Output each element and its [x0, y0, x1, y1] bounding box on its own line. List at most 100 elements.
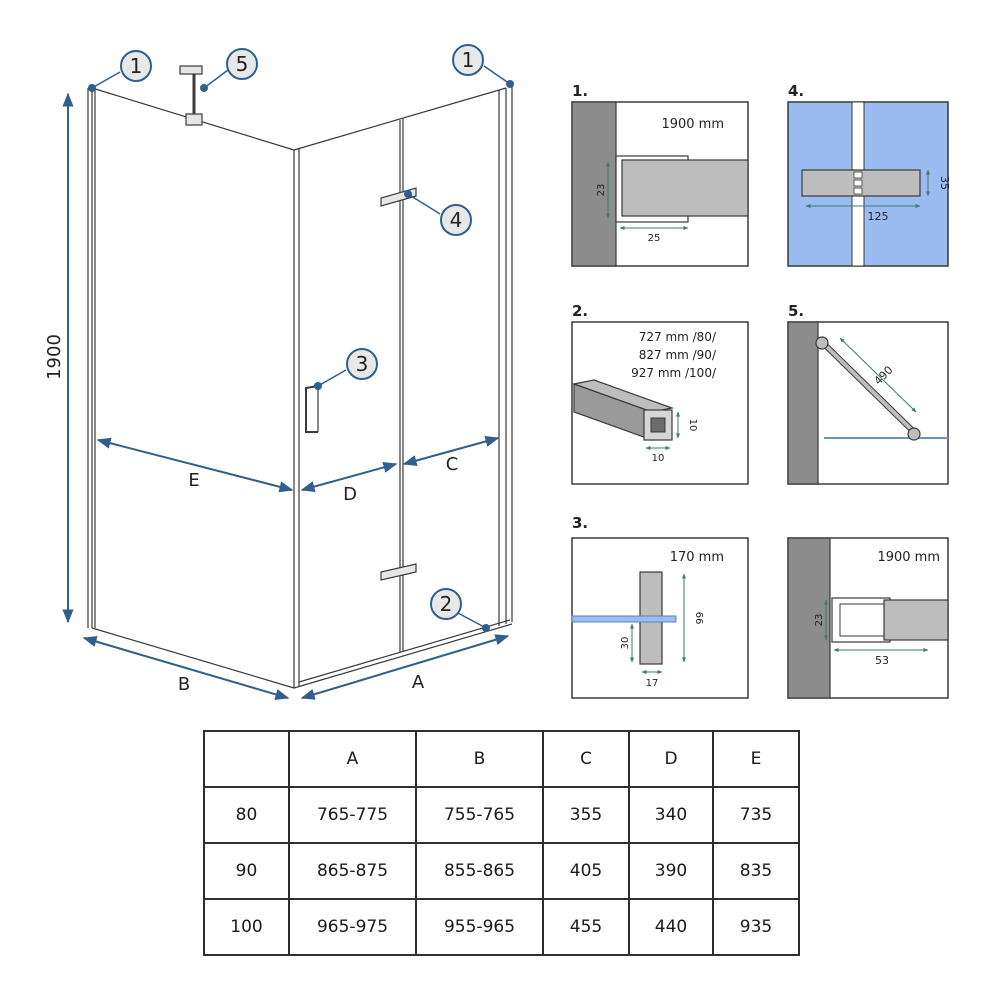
door-handle	[305, 385, 319, 433]
main-enclosure	[87, 86, 513, 689]
detail-1-height: 23	[596, 184, 607, 197]
table-row: 90 865-875 855-865 405 390 835	[203, 842, 800, 900]
table-cell: 755-765	[415, 786, 544, 844]
table-cell: 835	[712, 842, 800, 900]
marker-1-left	[120, 50, 152, 82]
detail-5: 5. 490	[787, 302, 949, 485]
detail-6-glass	[883, 599, 949, 641]
table-cell: 935	[712, 898, 800, 956]
front-panel-top-edge	[293, 87, 507, 151]
detail-2-length-80: 727 mm /80/	[639, 330, 717, 344]
marker-2	[430, 588, 462, 620]
stabilizer-glass-clamp	[185, 113, 203, 126]
detail-2-width: 10	[652, 453, 665, 464]
detail-1-wall	[571, 101, 617, 267]
table-cell: 340	[628, 786, 714, 844]
detail-5-title: 5.	[788, 302, 804, 320]
detail-4-title: 4.	[788, 82, 804, 100]
hinge-bottom	[380, 563, 417, 581]
detail-6: 1900 mm 23 53	[787, 537, 949, 699]
table-cell: 765-775	[288, 786, 417, 844]
dimension-c	[402, 435, 500, 467]
dimension-e	[96, 437, 294, 493]
marker-3	[346, 348, 378, 380]
marker-1-right	[452, 44, 484, 76]
marker-1-right-label: 1	[462, 48, 475, 72]
table-cell: 80	[203, 786, 290, 844]
detail-2: 2. 727 mm /80/ 827 mm /90/ 927 mm /100/ …	[571, 302, 749, 485]
table-header-cell	[203, 730, 290, 788]
detail-4-height: 35	[938, 176, 951, 190]
table-header-cell: C	[542, 730, 630, 788]
stabilizer-bar	[179, 65, 203, 126]
main-dimension-labels: 1900 E D C B A	[44, 334, 458, 695]
table-cell: 735	[712, 786, 800, 844]
detail-3-height-offset: 30	[620, 637, 631, 650]
table-header-cell: D	[628, 730, 714, 788]
detail-2-height: 10	[687, 419, 698, 432]
handle-bar	[305, 385, 319, 433]
door-hinges	[380, 187, 417, 581]
label-d: D	[343, 484, 357, 505]
dimension-b	[82, 636, 290, 700]
detail-4: 4. 125 35	[787, 82, 951, 267]
label-c: C	[446, 454, 459, 475]
height-label: 1900	[44, 334, 65, 380]
detail-5-wall-joint	[815, 336, 829, 350]
table-cell: 355	[542, 786, 630, 844]
table-row: 80 765-775 755-765 355 340 735	[203, 786, 800, 844]
label-a: A	[412, 672, 425, 693]
marker-5-label: 5	[236, 52, 249, 76]
dimension-d	[300, 461, 398, 493]
detail-5-wall	[787, 321, 819, 485]
table-cell: 390	[628, 842, 714, 900]
bottom-threshold	[298, 619, 511, 683]
marker-3-label: 3	[356, 352, 369, 376]
detail-5-glass-joint	[907, 427, 921, 441]
detail-3-length: 170 mm	[670, 550, 724, 565]
dimensions-table: A B C D E 80 765-775 755-765 355 340 735…	[203, 730, 800, 956]
table-cell: 90	[203, 842, 290, 900]
detail-2-length-90: 827 mm /90/	[639, 348, 717, 362]
detail-3-height-total: 66	[693, 612, 704, 625]
table-cell: 955-965	[415, 898, 544, 956]
table-cell: 855-865	[415, 842, 544, 900]
detail-1: 1. 1900 mm 23 25	[571, 82, 749, 267]
detail-6-width: 53	[875, 654, 889, 667]
label-e: E	[188, 470, 199, 491]
table-cell: 405	[542, 842, 630, 900]
detail-3-width: 17	[646, 678, 659, 689]
marker-4	[440, 204, 472, 236]
table-cell: 455	[542, 898, 630, 956]
detail-1-length: 1900 mm	[661, 117, 724, 132]
detail-2-length-100: 927 mm /100/	[631, 366, 717, 380]
table-header-cell: E	[712, 730, 800, 788]
detail-6-wall	[787, 537, 831, 699]
marker-5	[226, 48, 258, 80]
table-cell: 100	[203, 898, 290, 956]
dimension-a	[300, 634, 510, 700]
stabilizer-wall-bracket	[179, 65, 203, 75]
detail-3-glass	[571, 615, 677, 623]
table-row: 100 965-975 955-965 455 440 935	[203, 898, 800, 956]
table-cell: 965-975	[288, 898, 417, 956]
table-header-row: A B C D E	[203, 730, 800, 788]
main-dimensions	[62, 92, 510, 700]
detail-1-glass	[621, 159, 749, 217]
detail-1-width: 25	[648, 233, 661, 244]
table-cell: 865-875	[288, 842, 417, 900]
detail-6-length: 1900 mm	[877, 550, 940, 565]
marker-1-left-label: 1	[130, 54, 143, 78]
detail-6-height: 23	[814, 614, 825, 627]
hinge-top	[380, 187, 417, 207]
detail-2-title: 2.	[572, 302, 588, 320]
marker-4-label: 4	[450, 208, 463, 232]
detail-1-title: 1.	[572, 82, 588, 100]
label-b: B	[178, 674, 190, 695]
detail-4-width: 125	[868, 210, 889, 223]
table-header-cell: B	[415, 730, 544, 788]
table-cell: 440	[628, 898, 714, 956]
table-header-cell: A	[288, 730, 417, 788]
